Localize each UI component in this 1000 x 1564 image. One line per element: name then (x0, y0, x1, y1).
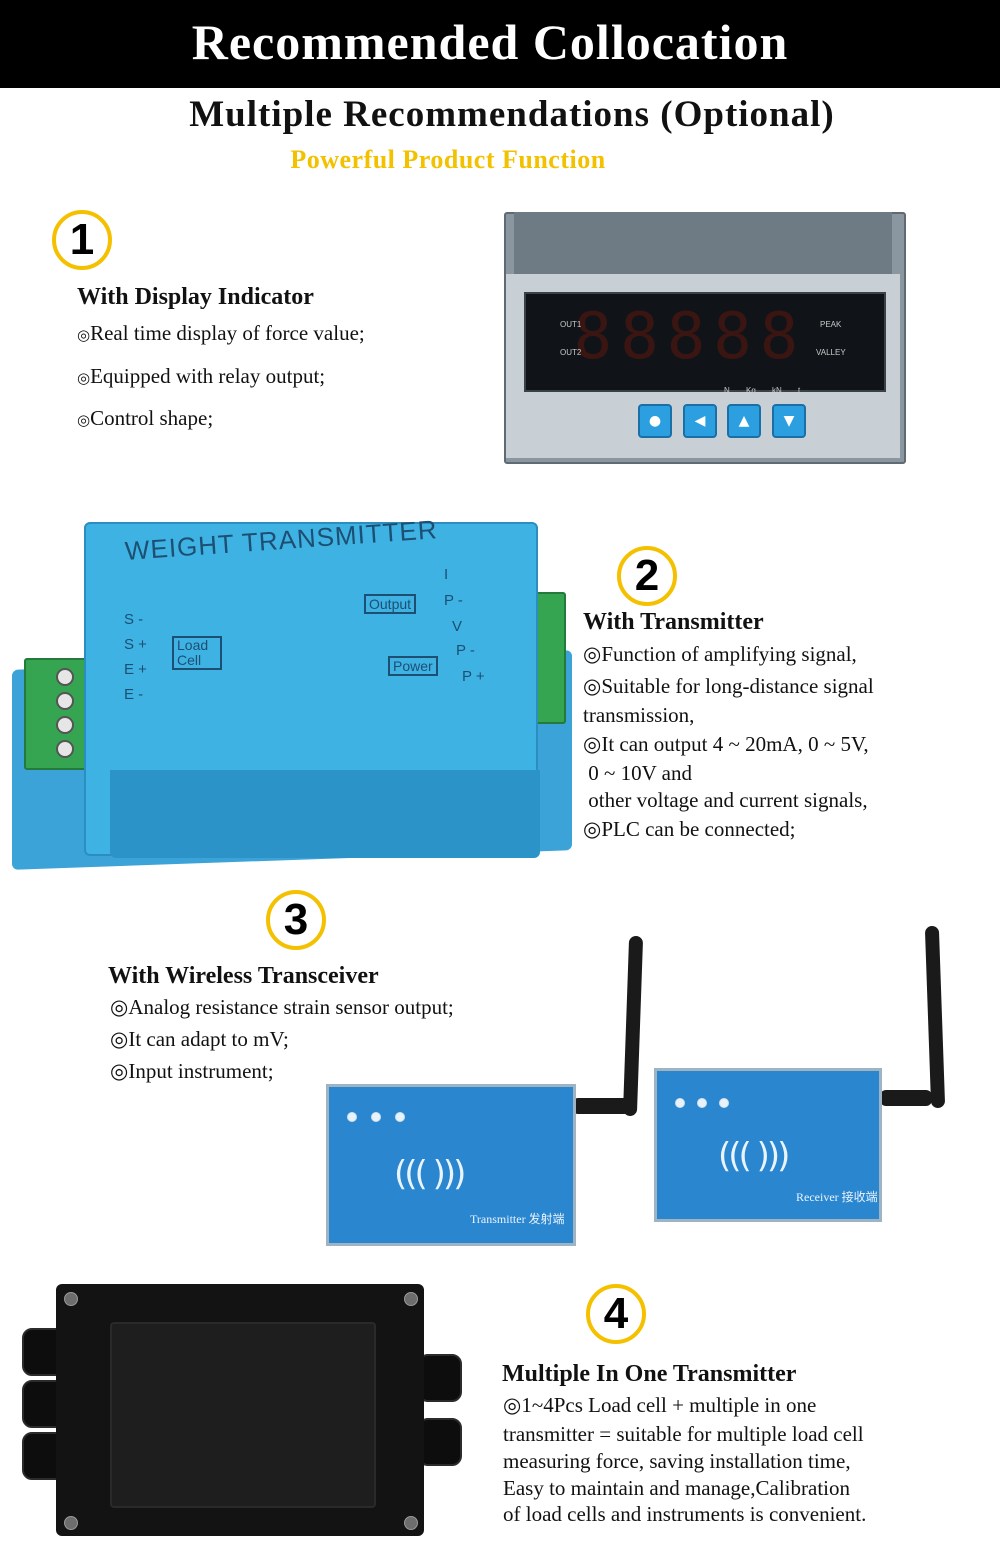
led-icon (395, 1112, 405, 1122)
indicator-label-out1: OUT1 (560, 320, 582, 329)
pin-label: P - (456, 642, 475, 659)
section-4-line-5: of load cells and instruments is conveni… (503, 1502, 867, 1526)
page-title: Recommended Collocation (191, 14, 789, 70)
section-1-number-badge: 1 (52, 210, 112, 270)
indicator-enter-button: ● (638, 404, 672, 438)
header-bar (0, 0, 1000, 88)
bullet-icon: ◎ (77, 413, 91, 429)
antenna-joint (880, 1090, 932, 1106)
section-3-title: With Wireless Transceiver (108, 963, 379, 989)
section-2-line-2: ◎Suitable for long-distance signal (583, 674, 874, 698)
section-2-line-5: 0 ~ 10V and (583, 761, 692, 785)
bolt-icon (404, 1516, 418, 1530)
bullet-icon: ◎ (503, 1393, 522, 1417)
junction-box-lid (110, 1322, 376, 1508)
indicator-down-button: ▼ (772, 404, 806, 438)
bolt-icon (64, 1292, 78, 1306)
section-4-number-badge: 4 (586, 1284, 646, 1344)
section-4-line-3: measuring force, saving installation tim… (503, 1449, 851, 1473)
screw-icon (56, 740, 74, 758)
antenna-icon (622, 935, 644, 1117)
bullet-icon: ◎ (583, 674, 602, 698)
section-3-line-1: ◎Analog resistance strain sensor output; (110, 995, 454, 1019)
load-cell-label: Load Cell (172, 636, 222, 670)
indicator-label-peak: PEAK (820, 320, 842, 329)
pin-label: P - (444, 592, 463, 609)
output-label: Output (364, 594, 417, 614)
cable-gland-icon (418, 1354, 462, 1402)
section-1-line-1: ◎Real time display of force value; (77, 321, 365, 345)
bullet-icon: ◎ (583, 642, 602, 666)
section-3-line-3: ◎Input instrument; (110, 1059, 274, 1083)
section-4-line-1: ◎1~4Pcs Load cell + multiple in one (503, 1393, 817, 1417)
pin-label: S - (124, 611, 144, 628)
pin-label: E - (124, 686, 144, 703)
bullet-icon: ◎ (77, 328, 91, 344)
transmitter-front-face (110, 770, 540, 858)
section-3-number-badge: 3 (266, 890, 326, 950)
led-icon (347, 1112, 357, 1122)
cable-gland-icon (418, 1418, 462, 1466)
pin-label: I (444, 566, 449, 583)
pin-label: S + (124, 636, 147, 653)
section-2-title: With Transmitter (583, 609, 764, 635)
transmitter-label: Transmitter 发射端 (470, 1212, 565, 1226)
bullet-icon: ◎ (110, 1059, 129, 1083)
section-4-line-2: transmitter = suitable for multiple load… (503, 1422, 864, 1446)
indicator-unit-n: N (724, 386, 730, 395)
section-2-line-4: ◎It can output 4 ~ 20mA, 0 ~ 5V, (583, 732, 869, 756)
receiver-label: Receiver 接收端 (796, 1190, 878, 1204)
section-4-line-4: Easy to maintain and manage,Calibration (503, 1476, 850, 1500)
bullet-icon: ◎ (77, 371, 91, 387)
section-1-line-2: ◎Equipped with relay output; (77, 364, 326, 388)
indicator-top (514, 212, 892, 274)
bullet-icon: ◎ (110, 995, 129, 1019)
subtitle: Multiple Recommendations (Optional) (189, 94, 835, 135)
section-4-title: Multiple In One Transmitter (502, 1361, 797, 1387)
indicator-screen (524, 292, 886, 392)
wireless-signal-icon: ((( ))) (394, 1154, 466, 1194)
pin-label: V (452, 618, 463, 635)
section-2-line-6: other voltage and current signals, (583, 788, 868, 812)
led-icon (697, 1098, 707, 1108)
bolt-icon (64, 1516, 78, 1530)
indicator-label-out2: OUT2 (560, 348, 582, 357)
indicator-unit-t: t (798, 386, 801, 395)
section-3-line-2: ◎It can adapt to mV; (110, 1027, 289, 1051)
power-label: Power (388, 656, 438, 676)
bullet-icon: ◎ (583, 817, 602, 841)
led-icon (675, 1098, 685, 1108)
indicator-up-button: ▲ (727, 404, 761, 438)
section-2-number-badge: 2 (617, 546, 677, 606)
led-icon (371, 1112, 381, 1122)
section-2-line-3: transmission, (583, 703, 695, 727)
indicator-left-button: ◀ (683, 404, 717, 438)
tagline: Powerful Product Function (290, 145, 606, 174)
wireless-receiver-box (654, 1068, 882, 1222)
indicator-unit-kg: Kg (746, 386, 756, 395)
section-2-line-7: ◎PLC can be connected; (583, 817, 796, 841)
pin-label: P + (462, 668, 485, 685)
indicator-digits: 88888 (573, 300, 807, 374)
bullet-icon: ◎ (110, 1027, 129, 1051)
section-1-title: With Display Indicator (77, 284, 314, 310)
pin-label: E + (124, 661, 147, 678)
screw-icon (56, 692, 74, 710)
antenna-icon (924, 925, 946, 1109)
bullet-icon: ◎ (583, 732, 602, 756)
screw-icon (56, 668, 74, 686)
antenna-joint (572, 1098, 630, 1114)
section-1-line-3: ◎Control shape; (77, 406, 214, 430)
led-icon (719, 1098, 729, 1108)
indicator-unit-kn: kN (772, 386, 782, 395)
bolt-icon (404, 1292, 418, 1306)
section-2-line-1: ◎Function of amplifying signal, (583, 642, 857, 666)
indicator-label-valley: VALLEY (816, 348, 846, 357)
wireless-transmitter-box (326, 1084, 576, 1246)
wireless-signal-icon: ((( ))) (718, 1136, 790, 1176)
screw-icon (56, 716, 74, 734)
